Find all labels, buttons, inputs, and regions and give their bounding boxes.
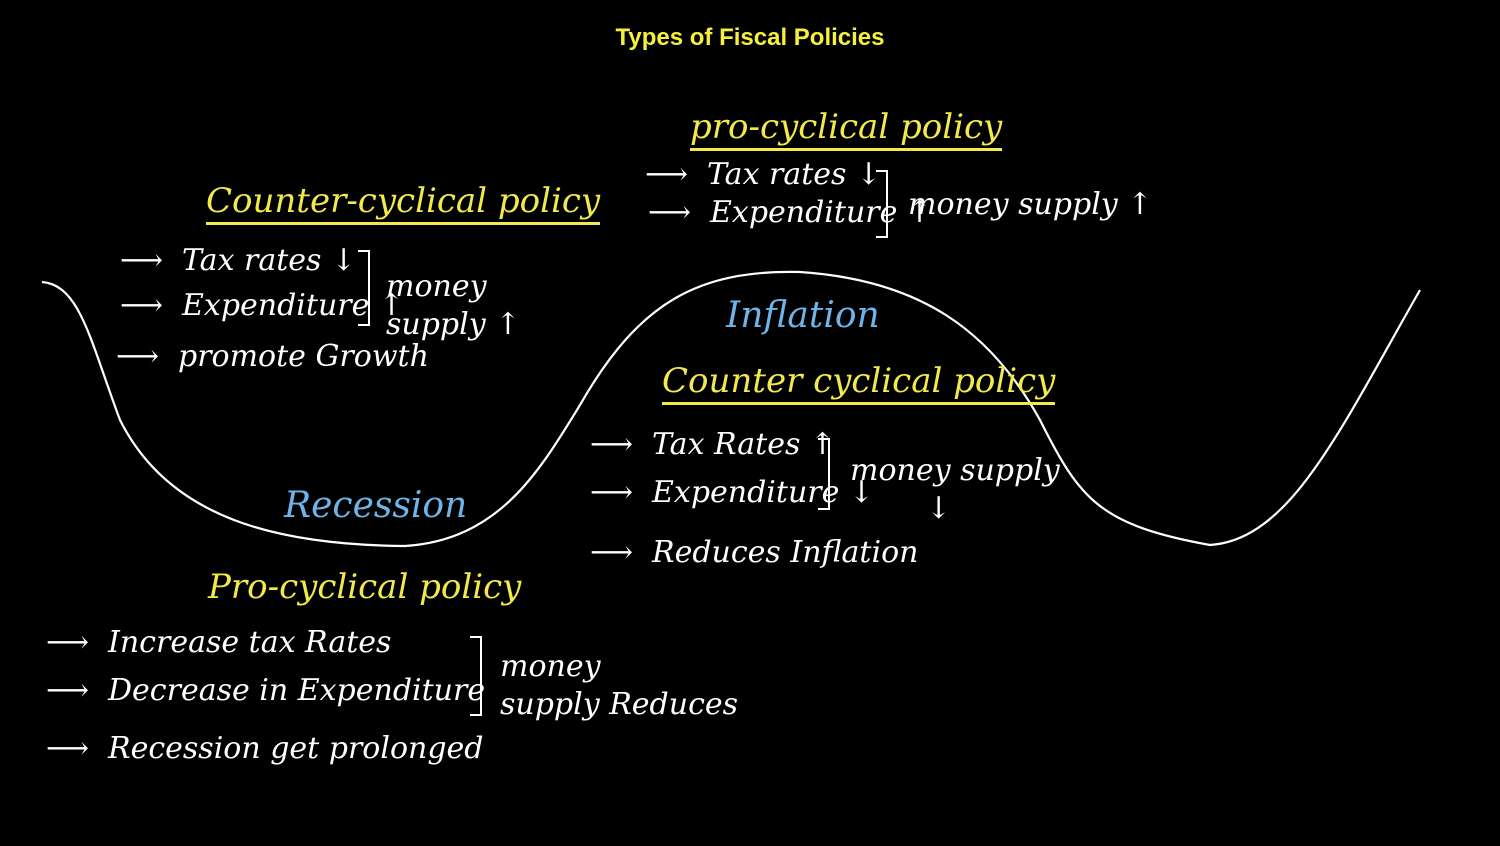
top-left-bracket (358, 250, 370, 326)
bottom-left-item-3: ⟶Recession get prolonged (46, 731, 484, 766)
cycle-wave-line (41, 270, 1421, 548)
bottom-left-bracket-note: money supply Reduces (500, 649, 739, 722)
right-arrow-icon: ⟶ (648, 195, 692, 230)
top-left-item-3: ⟶promote Growth (116, 339, 429, 374)
pro-cyclical-heading-top: pro-cyclical policy (690, 110, 1003, 151)
top-right-item-1: ⟶Tax rates ↓ (645, 157, 882, 192)
top-left-item-2: ⟶Expenditure ↑ (120, 288, 405, 323)
right-arrow-icon: ⟶ (46, 673, 90, 708)
bottom-left-item-1: ⟶Increase tax Rates (46, 625, 392, 660)
top-left-item-1: ⟶Tax rates ↓ (120, 243, 357, 278)
top-right-item-2: ⟶Expenditure ↑ (648, 195, 933, 230)
right-arrow-icon: ⟶ (120, 243, 164, 278)
top-right-bracket-note: money supply ↑ (908, 187, 1153, 222)
page-title: Types of Fiscal Policies (615, 24, 885, 51)
pro-cyclical-heading-bottom: Pro-cyclical policy (208, 567, 522, 607)
right-arrow-icon: ⟶ (590, 475, 634, 510)
top-right-bracket (876, 170, 888, 238)
inflation-label: Inflation (726, 295, 880, 336)
right-arrow-icon: ⟶ (46, 731, 90, 766)
right-arrow-icon: ⟶ (590, 535, 634, 570)
mid-right-item-3: ⟶Reduces Inflation (590, 535, 919, 570)
right-arrow-icon: ⟶ (116, 339, 160, 374)
right-arrow-icon: ⟶ (590, 427, 634, 462)
bottom-left-item-2: ⟶Decrease in Expenditure (46, 673, 486, 708)
top-left-bracket-note: money supply ↑ (386, 269, 521, 342)
bottom-left-bracket (470, 636, 482, 716)
right-arrow-icon: ⟶ (46, 625, 90, 660)
mid-right-item-2: ⟶Expenditure ↓ (590, 475, 875, 510)
right-arrow-icon: ⟶ (645, 157, 689, 192)
mid-right-bracket (818, 438, 830, 510)
counter-cyclical-heading-mid: Counter cyclical policy (662, 364, 1056, 405)
right-arrow-icon: ⟶ (120, 288, 164, 323)
mid-right-item-1: ⟶Tax Rates ↑ (590, 427, 836, 462)
mid-right-bracket-note: money supply ↓ (850, 453, 1060, 526)
counter-cyclical-heading-top: Counter-cyclical policy (206, 184, 601, 225)
recession-label: Recession (284, 485, 468, 526)
